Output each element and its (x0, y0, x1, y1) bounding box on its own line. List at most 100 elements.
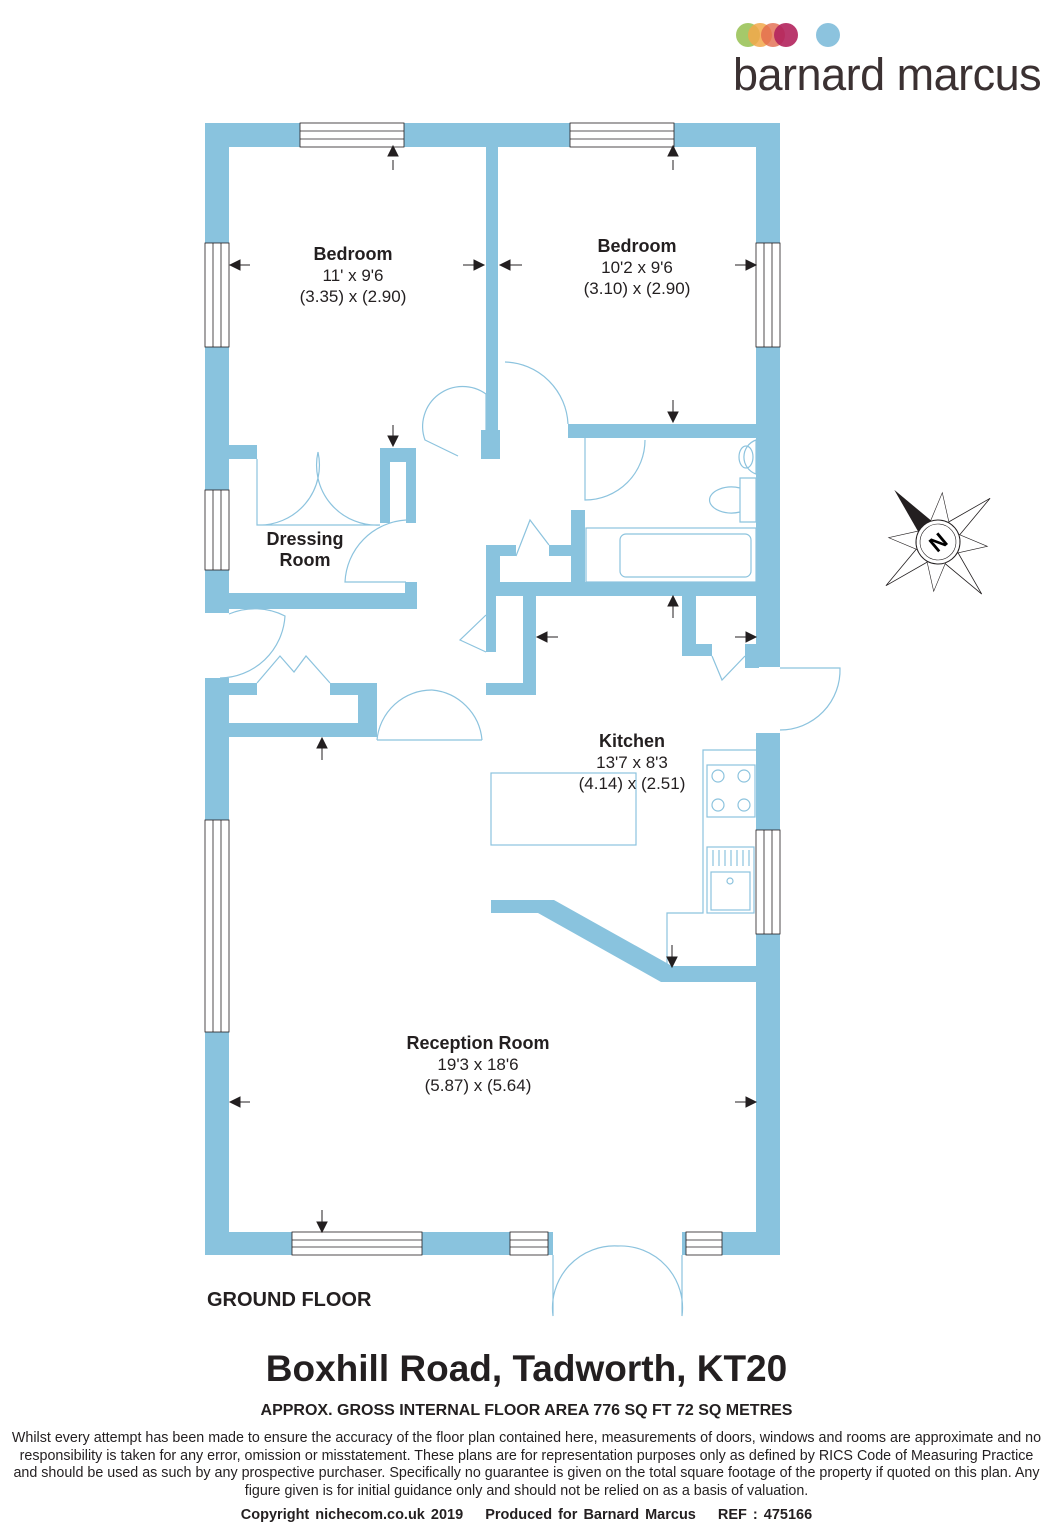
arrow (735, 259, 758, 271)
arrow (498, 259, 522, 271)
wall (406, 448, 416, 523)
bath-inner (619, 533, 752, 578)
wall (486, 596, 496, 652)
wall (229, 683, 257, 695)
kitchen-island (490, 772, 637, 846)
disclaimer-text: Whilst every attempt has been made to en… (11, 1430, 1042, 1499)
arrow (535, 631, 558, 643)
wall (205, 123, 780, 147)
sink-bowl (710, 871, 751, 911)
walls (205, 123, 780, 1255)
wall (481, 430, 500, 459)
door-swing (256, 451, 381, 526)
wall (486, 147, 498, 459)
footer: Copyright nichecom.co.uk 2019 Produced f… (0, 1507, 1053, 1523)
room-dim-metric: (3.10) x (2.90) (583, 279, 691, 298)
door-swing (422, 385, 487, 457)
room-name: Kitchen (598, 731, 665, 751)
basin (743, 439, 757, 475)
arrow (316, 1210, 328, 1234)
window (204, 489, 230, 571)
room-dim-metric: (4.14) x (2.51) (578, 774, 686, 793)
basin-bowl (738, 445, 754, 469)
logo-dot (816, 23, 840, 47)
arrow (463, 259, 486, 271)
window (509, 1231, 549, 1256)
footer-ref: REF : 475166 (717, 1507, 813, 1523)
windows (204, 122, 781, 1256)
room-name: Bedroom (313, 244, 393, 264)
toilet (709, 477, 757, 523)
room-dim-imperial: 10'2 x 9'6 (601, 258, 673, 277)
sink (706, 846, 755, 914)
door-swing (551, 1245, 684, 1317)
room-dim-metric: (5.87) x (5.64) (424, 1076, 532, 1095)
arrow (387, 144, 399, 170)
room-label-dressing-room: Dressing Room (245, 529, 365, 571)
door-swing (458, 614, 487, 653)
room-label-reception-room: Reception Room 19'3 x 18'6 (5.87) x (5.6… (358, 1033, 598, 1096)
wall (568, 424, 756, 438)
door-swing (584, 438, 646, 501)
logo-dot (774, 23, 798, 47)
arrow (667, 144, 679, 170)
wall (229, 445, 257, 459)
door-swings (219, 361, 841, 1317)
arrow (667, 400, 679, 424)
arrow (666, 945, 678, 969)
window (755, 242, 781, 348)
bath (585, 527, 757, 583)
window (755, 829, 781, 935)
door-swing (711, 655, 746, 682)
room-label-bedroom-1: Bedroom 11' x 9'6 (3.35) x (2.90) (253, 244, 453, 307)
door-swing (219, 608, 286, 679)
window (569, 122, 675, 148)
wall (756, 123, 780, 667)
footer-copyright: Copyright nichecom.co.uk 2019 (240, 1507, 464, 1523)
wall (745, 644, 759, 668)
property-address: Boxhill Road, Tadworth, KT20 (265, 1348, 788, 1389)
room-name: Bedroom (597, 236, 677, 256)
window (204, 819, 230, 1033)
window (685, 1231, 723, 1256)
window (291, 1231, 423, 1256)
wall (549, 545, 579, 556)
hob (706, 764, 756, 818)
wall (405, 582, 417, 609)
wall (229, 723, 377, 737)
wall (486, 582, 756, 596)
wall (229, 593, 417, 609)
floor-area: APPROX. GROSS INTERNAL FLOOR AREA 776 SQ… (260, 1402, 793, 1419)
wall (682, 596, 696, 656)
room-name: Reception Room (406, 1033, 550, 1053)
wall (523, 596, 536, 695)
brand-logo-dots (736, 23, 840, 47)
door-swing (779, 667, 841, 731)
room-label-bedroom-2: Bedroom 10'2 x 9'6 (3.10) x (2.90) (537, 236, 737, 299)
room-dim-imperial: 13'7 x 8'3 (596, 753, 668, 772)
wall (486, 545, 516, 556)
compass-icon: N (885, 489, 991, 595)
room-name-line-1: Dressing (266, 529, 344, 549)
door-swing (376, 689, 483, 741)
arrow (228, 1096, 250, 1108)
arrow (228, 259, 250, 271)
fixtures (490, 439, 757, 966)
door-swing (344, 519, 407, 583)
door-swing (256, 655, 331, 684)
room-dim-metric: (3.35) x (2.90) (299, 287, 407, 306)
wall (538, 900, 756, 982)
window (299, 122, 405, 148)
arrow (667, 594, 679, 618)
wall (358, 683, 377, 736)
arrow (387, 425, 399, 448)
room-dim-imperial: 11' x 9'6 (322, 266, 384, 285)
arrow (735, 1096, 758, 1108)
wall (491, 900, 548, 913)
door-swing (515, 518, 550, 557)
wall (380, 448, 390, 523)
room-name-line-2: Room (279, 550, 331, 570)
arrow (735, 631, 758, 643)
wall (756, 733, 780, 1255)
wall (682, 644, 712, 656)
